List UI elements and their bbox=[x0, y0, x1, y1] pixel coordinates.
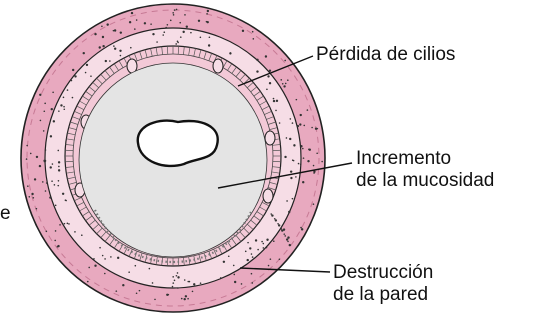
label-mucosidad-line1: Incremento bbox=[356, 148, 494, 170]
label-pared-line2: de la pared bbox=[333, 284, 433, 306]
label-cut-off-fragment: e bbox=[0, 203, 11, 225]
label-edge-text: e bbox=[0, 203, 11, 224]
label-mucosidad-line2: de la mucosidad bbox=[356, 170, 494, 192]
label-perdida-de-cilios: Pérdida de cilios bbox=[316, 44, 455, 66]
label-cilios-text: Pérdida de cilios bbox=[316, 44, 455, 65]
label-incremento-mucosidad: Incremento de la mucosidad bbox=[356, 148, 494, 192]
label-pared-line1: Destrucción bbox=[333, 262, 433, 284]
label-destruccion-pared: Destrucción de la pared bbox=[333, 262, 433, 306]
